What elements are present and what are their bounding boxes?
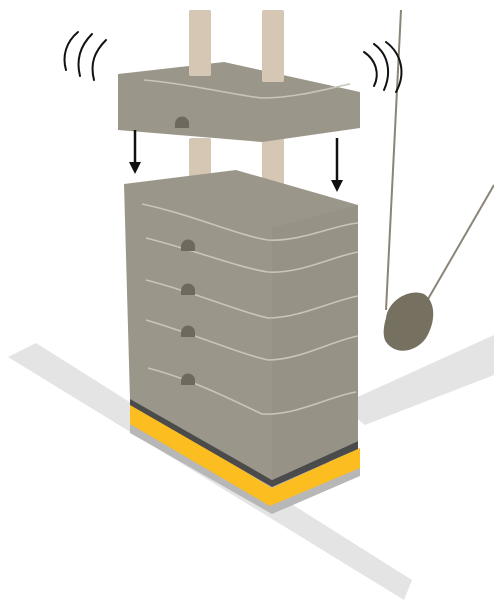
pendulum-cable-vertical — [385, 9, 402, 311]
motion-lines-icon — [91, 39, 107, 81]
pin-hole-3 — [181, 325, 195, 337]
motion-lines-icon — [373, 43, 390, 91]
motion-lines-icon — [385, 41, 403, 93]
down-arrow-icon — [129, 130, 141, 174]
stack-pin-holes — [181, 239, 195, 385]
pendulum-cable-diagonal — [423, 184, 494, 307]
down-arrows — [129, 130, 343, 192]
pin-hole-4 — [181, 373, 195, 385]
base-pad — [130, 397, 360, 514]
motion-lines-icon — [77, 33, 93, 77]
weight-stack — [124, 170, 359, 480]
base-pad-yellow — [130, 402, 360, 506]
motion-lines-icon — [63, 31, 79, 71]
guide-rods-upper — [189, 10, 284, 82]
guide-rod-left-upper — [189, 10, 211, 76]
motion-lines-right — [363, 41, 403, 93]
guide-rod-right-upper — [262, 10, 284, 82]
down-arrow-icon — [331, 138, 343, 192]
floor-rail-cross — [340, 335, 494, 425]
top-plate-body — [118, 62, 360, 142]
top-plate — [118, 62, 360, 142]
top-plate-pin-hole — [175, 116, 189, 128]
pin-hole-2 — [181, 283, 195, 295]
motion-lines-left — [63, 31, 107, 81]
pendulum-weight-icon — [383, 292, 434, 351]
pin-hole-1 — [181, 239, 195, 251]
plate-line-1 — [141, 203, 359, 241]
stack-right-shade — [272, 205, 358, 480]
motion-lines-icon — [363, 51, 378, 87]
top-plate-line — [143, 79, 351, 99]
base-pad-dark-layer — [130, 397, 358, 487]
